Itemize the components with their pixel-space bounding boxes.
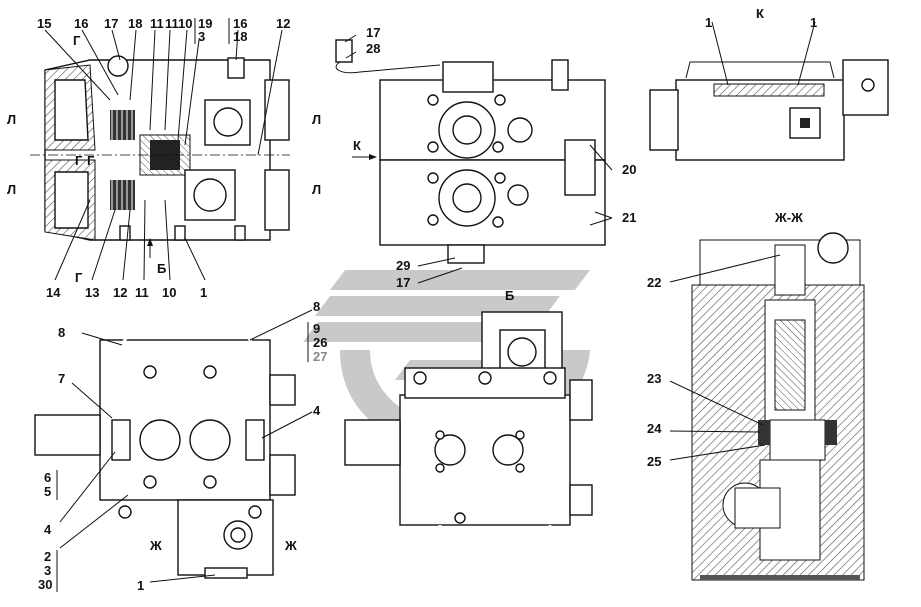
spring-bottom	[110, 180, 135, 210]
callout-8: 8	[58, 325, 65, 340]
callout-28: 28	[366, 41, 380, 56]
top-center-view: 17 28 20 21 29 17 К	[335, 25, 636, 290]
callout-26: 26	[313, 335, 327, 350]
callout-4: 4	[313, 403, 321, 418]
view-arrow-k: К	[353, 138, 361, 153]
view-title-k: К	[756, 6, 764, 21]
callout-17: 17	[104, 16, 118, 31]
top-left-section-view: 15 16 17 18 11 11 10 19 3 16 18 12 14 13…	[7, 16, 321, 300]
callout-5: 5	[44, 484, 51, 499]
callout-23: 23	[647, 371, 661, 386]
section-marker-l: Л	[312, 182, 321, 197]
callout-11: 11	[165, 16, 179, 31]
callout-1: 1	[200, 285, 207, 300]
callout-17: 17	[366, 25, 380, 40]
callout-1: 1	[705, 15, 712, 30]
section-marker-g: Г	[75, 270, 83, 285]
section-marker-g: Г	[75, 153, 83, 168]
callout-14: 14	[46, 285, 61, 300]
callout-22: 22	[647, 275, 661, 290]
section-marker-l: Л	[312, 112, 321, 127]
section-marker-g: Г	[87, 153, 95, 168]
bottom-right-section-zh: Ж-Ж 22 23 24 25	[647, 210, 865, 581]
callout-11: 11	[135, 285, 149, 300]
callout-30: 30	[38, 577, 52, 592]
callout-6: 6	[44, 470, 51, 485]
callout-17: 17	[396, 275, 410, 290]
callout-16: 16	[233, 16, 247, 31]
view-arrow-b: Б	[157, 261, 166, 276]
callout-10: 10	[162, 285, 176, 300]
bottom-center-view-b: Б	[344, 288, 593, 568]
callout-11: 11	[150, 16, 164, 31]
callout-3: 3	[44, 563, 51, 578]
callout-12: 12	[276, 16, 290, 31]
callout-2: 2	[44, 549, 51, 564]
callout-21: 21	[622, 210, 636, 225]
callout-8: 8	[313, 299, 320, 314]
callout-16: 16	[74, 16, 88, 31]
callout-20: 20	[622, 162, 636, 177]
callout-12: 12	[113, 285, 127, 300]
callout-1: 1	[810, 15, 817, 30]
callout-27: 27	[313, 349, 327, 364]
callout-18: 18	[128, 16, 142, 31]
callout-15: 15	[37, 16, 51, 31]
callout-3: 3	[198, 29, 205, 44]
section-marker-g: Г	[73, 33, 81, 48]
callout-1: 1	[137, 578, 144, 593]
callout-4: 4	[44, 522, 52, 537]
callout-13: 13	[85, 285, 99, 300]
section-marker-zh: Ж	[149, 538, 162, 553]
spring-top	[110, 110, 135, 140]
callout-29: 29	[396, 258, 410, 273]
callout-24: 24	[647, 421, 662, 436]
section-title-zh-zh: Ж-Ж	[774, 210, 803, 225]
callout-18: 18	[233, 29, 247, 44]
callout-7: 7	[58, 371, 65, 386]
callout-10: 10	[178, 16, 192, 31]
section-marker-zh: Ж	[284, 538, 297, 553]
view-title-b: Б	[505, 288, 514, 303]
callout-25: 25	[647, 454, 661, 469]
section-marker-l: Л	[7, 182, 16, 197]
top-right-view-k: К 1 1	[649, 6, 889, 161]
bottom-left-view: 8 8 9 26 27 7 4 6 5 4 2 3 30 1 Ж Ж	[34, 299, 327, 593]
callout-9: 9	[313, 321, 320, 336]
callout-19: 19	[198, 16, 212, 31]
section-marker-l: Л	[7, 112, 16, 127]
